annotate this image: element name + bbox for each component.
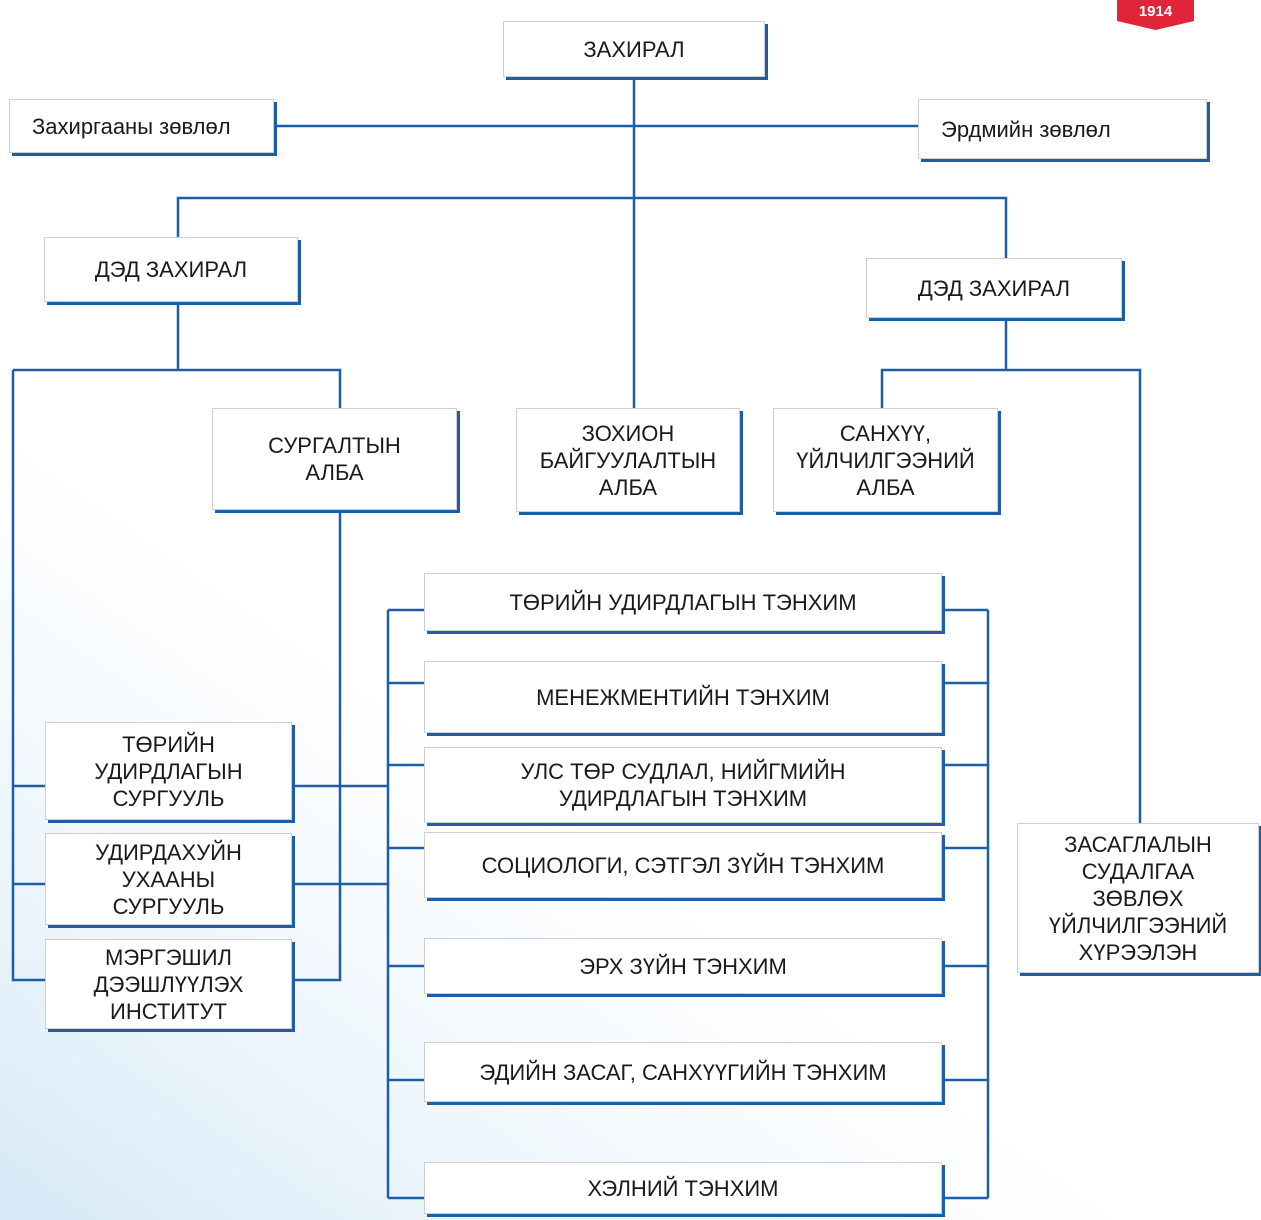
node-department: МЕНЕЖМЕНТИЙН ТЭНХИМ <box>424 661 942 733</box>
node-organizing-office: ЗОХИОН БАЙГУУЛАЛТЫН АЛБА <box>516 408 740 512</box>
node-finance-office: САНХҮҮ, ҮЙЛЧИЛГЭЭНИЙ АЛБА <box>773 408 998 512</box>
node-deputy-right: ДЭД ЗАХИРАЛ <box>866 258 1122 318</box>
connector-deputies <box>176 196 1008 258</box>
node-department: ЭРХ ЗҮЙН ТЭНХИМ <box>424 938 942 994</box>
node-training-office: СУРГАЛТЫН АЛБА <box>212 408 457 510</box>
node-admin-council: Захиргааны зөвлөл <box>9 99 274 153</box>
node-deputy-left: ДЭД ЗАХИРАЛ <box>44 237 298 302</box>
node-department: ЭДИЙН ЗАСАГ, САНХҮҮГИЙН ТЭНХИМ <box>424 1042 942 1102</box>
node-director: ЗАХИРАЛ <box>503 21 765 77</box>
node-school-public-admin: ТӨРИЙН УДИРДЛАГЫН СУРГУУЛЬ <box>45 722 292 820</box>
year-badge: 1914 <box>1117 0 1194 30</box>
node-department: СОЦИОЛОГИ, СЭТГЭЛ ЗҮЙН ТЭНХИМ <box>424 832 942 898</box>
node-department: УЛС ТӨР СУДЛАЛ, НИЙГМИЙН УДИРДЛАГЫН ТЭНХ… <box>424 747 942 823</box>
node-school-management: УДИРДАХУЙН УХААНЫ СУРГУУЛЬ <box>45 833 292 925</box>
node-institute: МЭРГЭШИЛ ДЭЭШЛҮҮЛЭХ ИНСТИТУТ <box>45 939 292 1029</box>
connector-training-down <box>292 510 342 982</box>
connector-left-spine <box>11 370 45 982</box>
node-academic-council: Эрдмийн зөвлөл <box>918 99 1207 159</box>
connector-left-bar <box>13 368 342 408</box>
connector-right-bar <box>880 368 1142 823</box>
node-governance-center: ЗАСАГЛАЛЫН СУДАЛГАА ЗӨВЛӨХ ҮЙЛЧИЛГЭЭНИЙ … <box>1017 823 1259 973</box>
node-department: ХЭЛНИЙ ТЭНХИМ <box>424 1162 942 1214</box>
node-department: ТӨРИЙН УДИРДЛАГЫН ТЭНХИМ <box>424 573 942 631</box>
